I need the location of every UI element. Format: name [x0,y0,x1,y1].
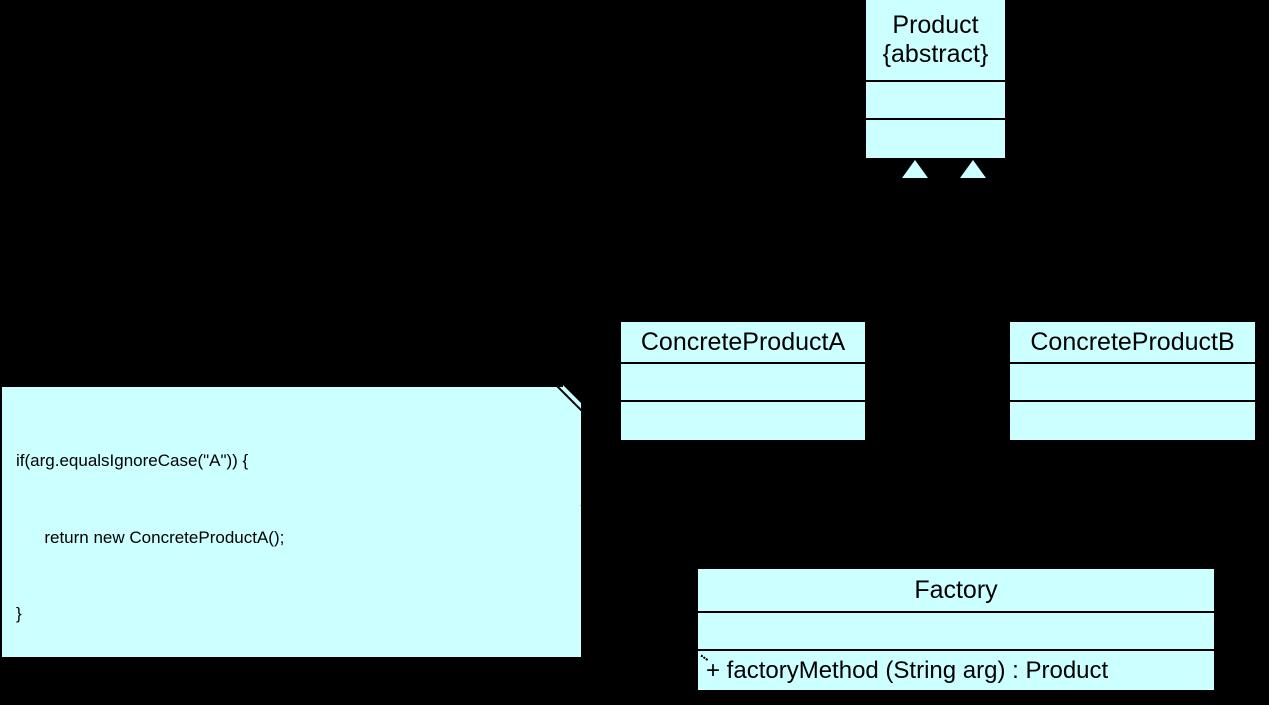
product-operations-compartment [866,118,1005,158]
class-box-concrete-product-b[interactable]: ConcreteProductB [1008,320,1257,442]
product-stereotype: {abstract} [882,40,989,68]
concrete-product-a-attributes-compartment [621,362,865,400]
generalization-line-b-vertical-lower [1131,178,1133,320]
note-folded-corner-icon [563,385,581,403]
note-code-line: } [16,604,22,623]
product-attributes-compartment [866,80,1005,118]
concrete-product-b-class-name: ConcreteProductB [1030,327,1235,356]
factory-attributes-compartment [698,611,1214,649]
note-code-line: if(arg.equalsIgnoreCase("A")) { [16,451,249,470]
class-box-factory[interactable]: Factory + factoryMethod (String arg) : P… [696,567,1216,692]
product-name-compartment: Product {abstract} [866,0,1005,80]
concrete-product-b-name-compartment: ConcreteProductB [1010,322,1255,362]
generalization-arrowhead-a [902,160,928,178]
generalization-line-a-horizontal [742,176,916,178]
class-box-product[interactable]: Product {abstract} [864,0,1007,160]
generalization-line-a-vertical-lower [742,178,744,320]
factory-class-name: Factory [914,575,998,604]
concrete-product-a-name-compartment: ConcreteProductA [621,322,865,362]
factory-method-signature: + factoryMethod (String arg) : Product [706,656,1109,684]
note-top-edge [2,385,567,387]
factory-name-compartment: Factory [698,569,1214,611]
concrete-product-b-attributes-compartment [1010,362,1255,400]
code-note-box[interactable]: if(arg.equalsIgnoreCase("A")) { return n… [0,385,583,700]
class-box-concrete-product-a[interactable]: ConcreteProductA [619,320,867,442]
generalization-arrowhead-b [960,160,986,178]
product-class-name: Product [892,11,979,40]
note-code-body: if(arg.equalsIgnoreCase("A")) { return n… [2,385,581,705]
concrete-product-a-operations-compartment [621,400,865,440]
note-code-line: return new ConcreteProductA(); [16,527,285,547]
factory-operations-compartment: + factoryMethod (String arg) : Product [698,649,1214,690]
generalization-line-b-horizontal [972,176,1133,178]
note-code-line: else if(arg.equalsIgnoreCase("B")) { [16,680,285,700]
concrete-product-b-operations-compartment [1010,400,1255,440]
concrete-product-a-class-name: ConcreteProductA [640,327,846,356]
